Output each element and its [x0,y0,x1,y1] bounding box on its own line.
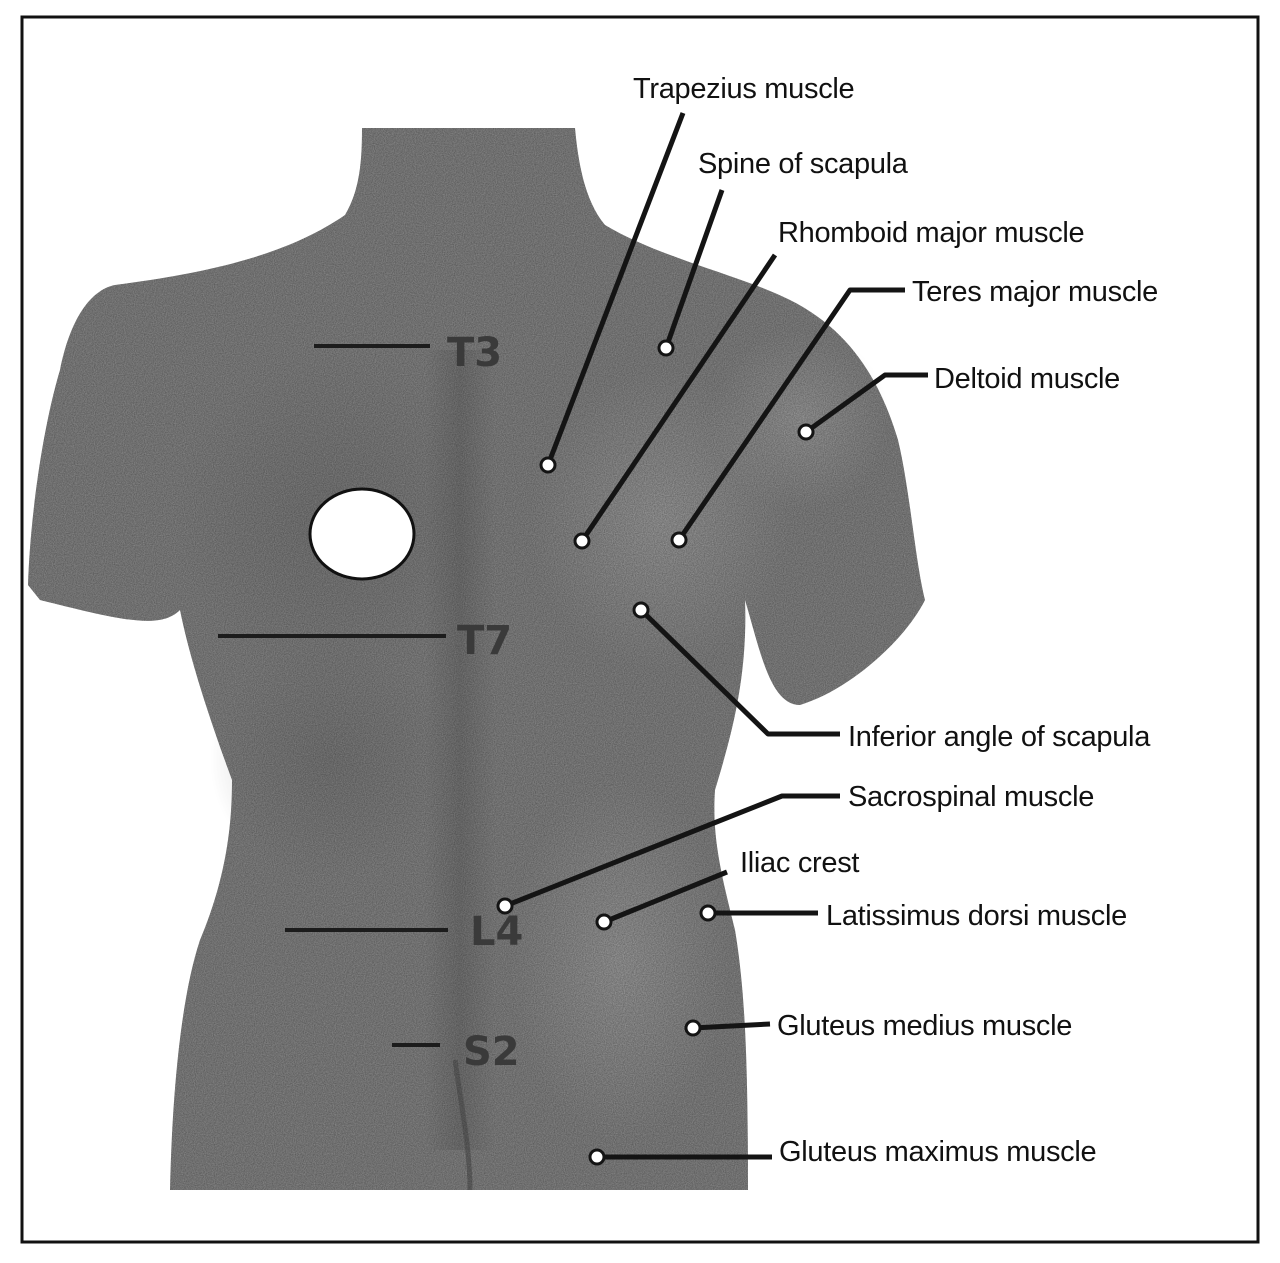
trapezius-label: Trapezius muscle [633,73,854,105]
trapezius-point [539,456,557,474]
gluteus-maximus-label: Gluteus maximus muscle [779,1136,1096,1168]
gluteus-medius-label: Gluteus medius muscle [777,1010,1072,1042]
torso-figure [28,128,925,1191]
latissimus-point [699,904,717,922]
leader-lines [504,112,928,1160]
spine-scapula-leader [663,189,725,349]
vertebral-levels: T3 T7 L4 S2 [218,330,523,1075]
teres-point [670,531,688,549]
sacrospinal-leader [504,793,840,909]
deltoid-point [797,423,815,441]
gluteus-medius-point [684,1019,702,1037]
spine-scapula-label: Spine of scapula [698,148,909,180]
t7-level-label: T7 [457,618,512,664]
latissimus-label: Latissimus dorsi muscle [826,900,1127,932]
t3-level-label: T3 [447,330,502,376]
sacrospinal-label: Sacrospinal muscle [848,781,1094,813]
trapezius-leader [545,112,686,466]
iliac-leader [603,869,728,925]
deltoid-label: Deltoid muscle [934,363,1120,395]
deltoid-leader [804,372,928,435]
gluteus-medius-leader [692,1021,771,1031]
iliac-label: Iliac crest [740,847,859,879]
inferior-angle-point [632,601,650,619]
rhomboid-point [573,532,591,550]
sacrospinal-point [496,897,514,915]
inferior-angle-leader [639,608,840,737]
l4-level-label: L4 [470,909,523,955]
inferior-angle-label: Inferior angle of scapula [848,721,1151,753]
anchor-points [496,339,815,1166]
gluteus-maximus-point [588,1148,606,1166]
spine-scapula-point [657,339,675,357]
torso-texture [28,128,925,1190]
rhomboid-leader [579,253,778,543]
rhomboid-label: Rhomboid major muscle [778,217,1084,249]
iliac-point [595,913,613,931]
teres-leader [676,287,905,542]
s2-level-label: S2 [463,1029,520,1075]
marker-oval [308,487,416,581]
callout-labels: Trapezius muscle Spine of scapula Rhombo… [633,73,1158,1168]
teres-label: Teres major muscle [912,276,1158,308]
